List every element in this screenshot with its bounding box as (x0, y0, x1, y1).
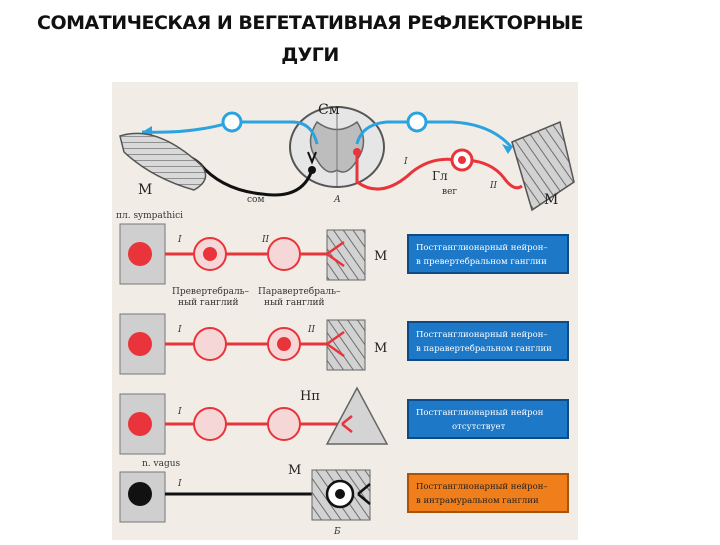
label-m-right: М (544, 192, 558, 208)
box-text: Постганглионарный нейрон– (416, 330, 548, 340)
label-ii: II (261, 235, 270, 245)
box-text: в превертебральном ганглии (416, 256, 547, 267)
reflex-arc-figure: См М М сом вег Гл А I II пл. sympathici … (112, 82, 578, 540)
label-ii: II (489, 181, 498, 191)
label-vagus: n. vagus (142, 459, 181, 469)
label-np: Нп (300, 389, 320, 404)
row-no-postganglionic: I Нп Постганглионарный нейрон отсутствуе… (119, 386, 569, 455)
label-i: I (403, 157, 408, 167)
ganglion-label: ный ганглий (264, 298, 325, 308)
label-a: А (333, 195, 341, 205)
skeletal-muscle (119, 132, 207, 191)
box-text: Постганглионарный нейрон– (416, 482, 548, 492)
organ-tissue (511, 120, 575, 212)
label-veg: вег (442, 187, 457, 197)
label-i: I (177, 325, 182, 335)
label-i: I (177, 235, 182, 245)
label-gl: Гл (432, 169, 448, 183)
spinal-cord (289, 106, 385, 188)
label-m-left: М (138, 182, 152, 198)
sensory-fibres (141, 111, 514, 154)
label-b: Б (333, 527, 341, 537)
ganglion-label: Превертебраль– (172, 286, 250, 297)
label-m: М (374, 341, 387, 356)
box-text: отсутствует (452, 422, 506, 432)
vegetative-fibre (353, 148, 523, 191)
label-sm: См (318, 102, 340, 118)
label-i: I (177, 479, 182, 489)
label-som: сом (247, 195, 264, 205)
page-title-line2: ДУГИ (281, 44, 339, 66)
box-text: в паравертебральном ганглии (416, 343, 552, 354)
reflex-arc-diagram: См М М сом вег Гл А I II пл. sympathici … (116, 102, 575, 537)
box-text: в интрамуральном ганглии (416, 496, 539, 506)
label-ii: II (307, 325, 316, 335)
page-title: СОМАТИЧЕСКАЯ И ВЕГЕТАТИВНАЯ РЕФЛЕКТОРНЫЕ (37, 12, 583, 34)
label-m: М (374, 249, 387, 264)
row-prevertebral: пл. sympathici I II М Превертебраль– ный… (116, 211, 569, 308)
ganglion-label: Паравертебраль– (258, 286, 341, 297)
label-sympathici: пл. sympathici (116, 211, 183, 221)
row-paravertebral: I II М Постганглионарный нейрон– в парав… (119, 313, 569, 375)
label-m: М (288, 463, 301, 478)
label-i: I (177, 407, 182, 417)
box-text: Постганглионарный нейрон– (416, 243, 548, 253)
row-intramural: n. vagus I М Б Постганглионарный нейрон–… (119, 459, 569, 537)
ganglion-label: ный ганглий (178, 298, 239, 308)
box-text: Постганглионарный нейрон (416, 408, 544, 418)
